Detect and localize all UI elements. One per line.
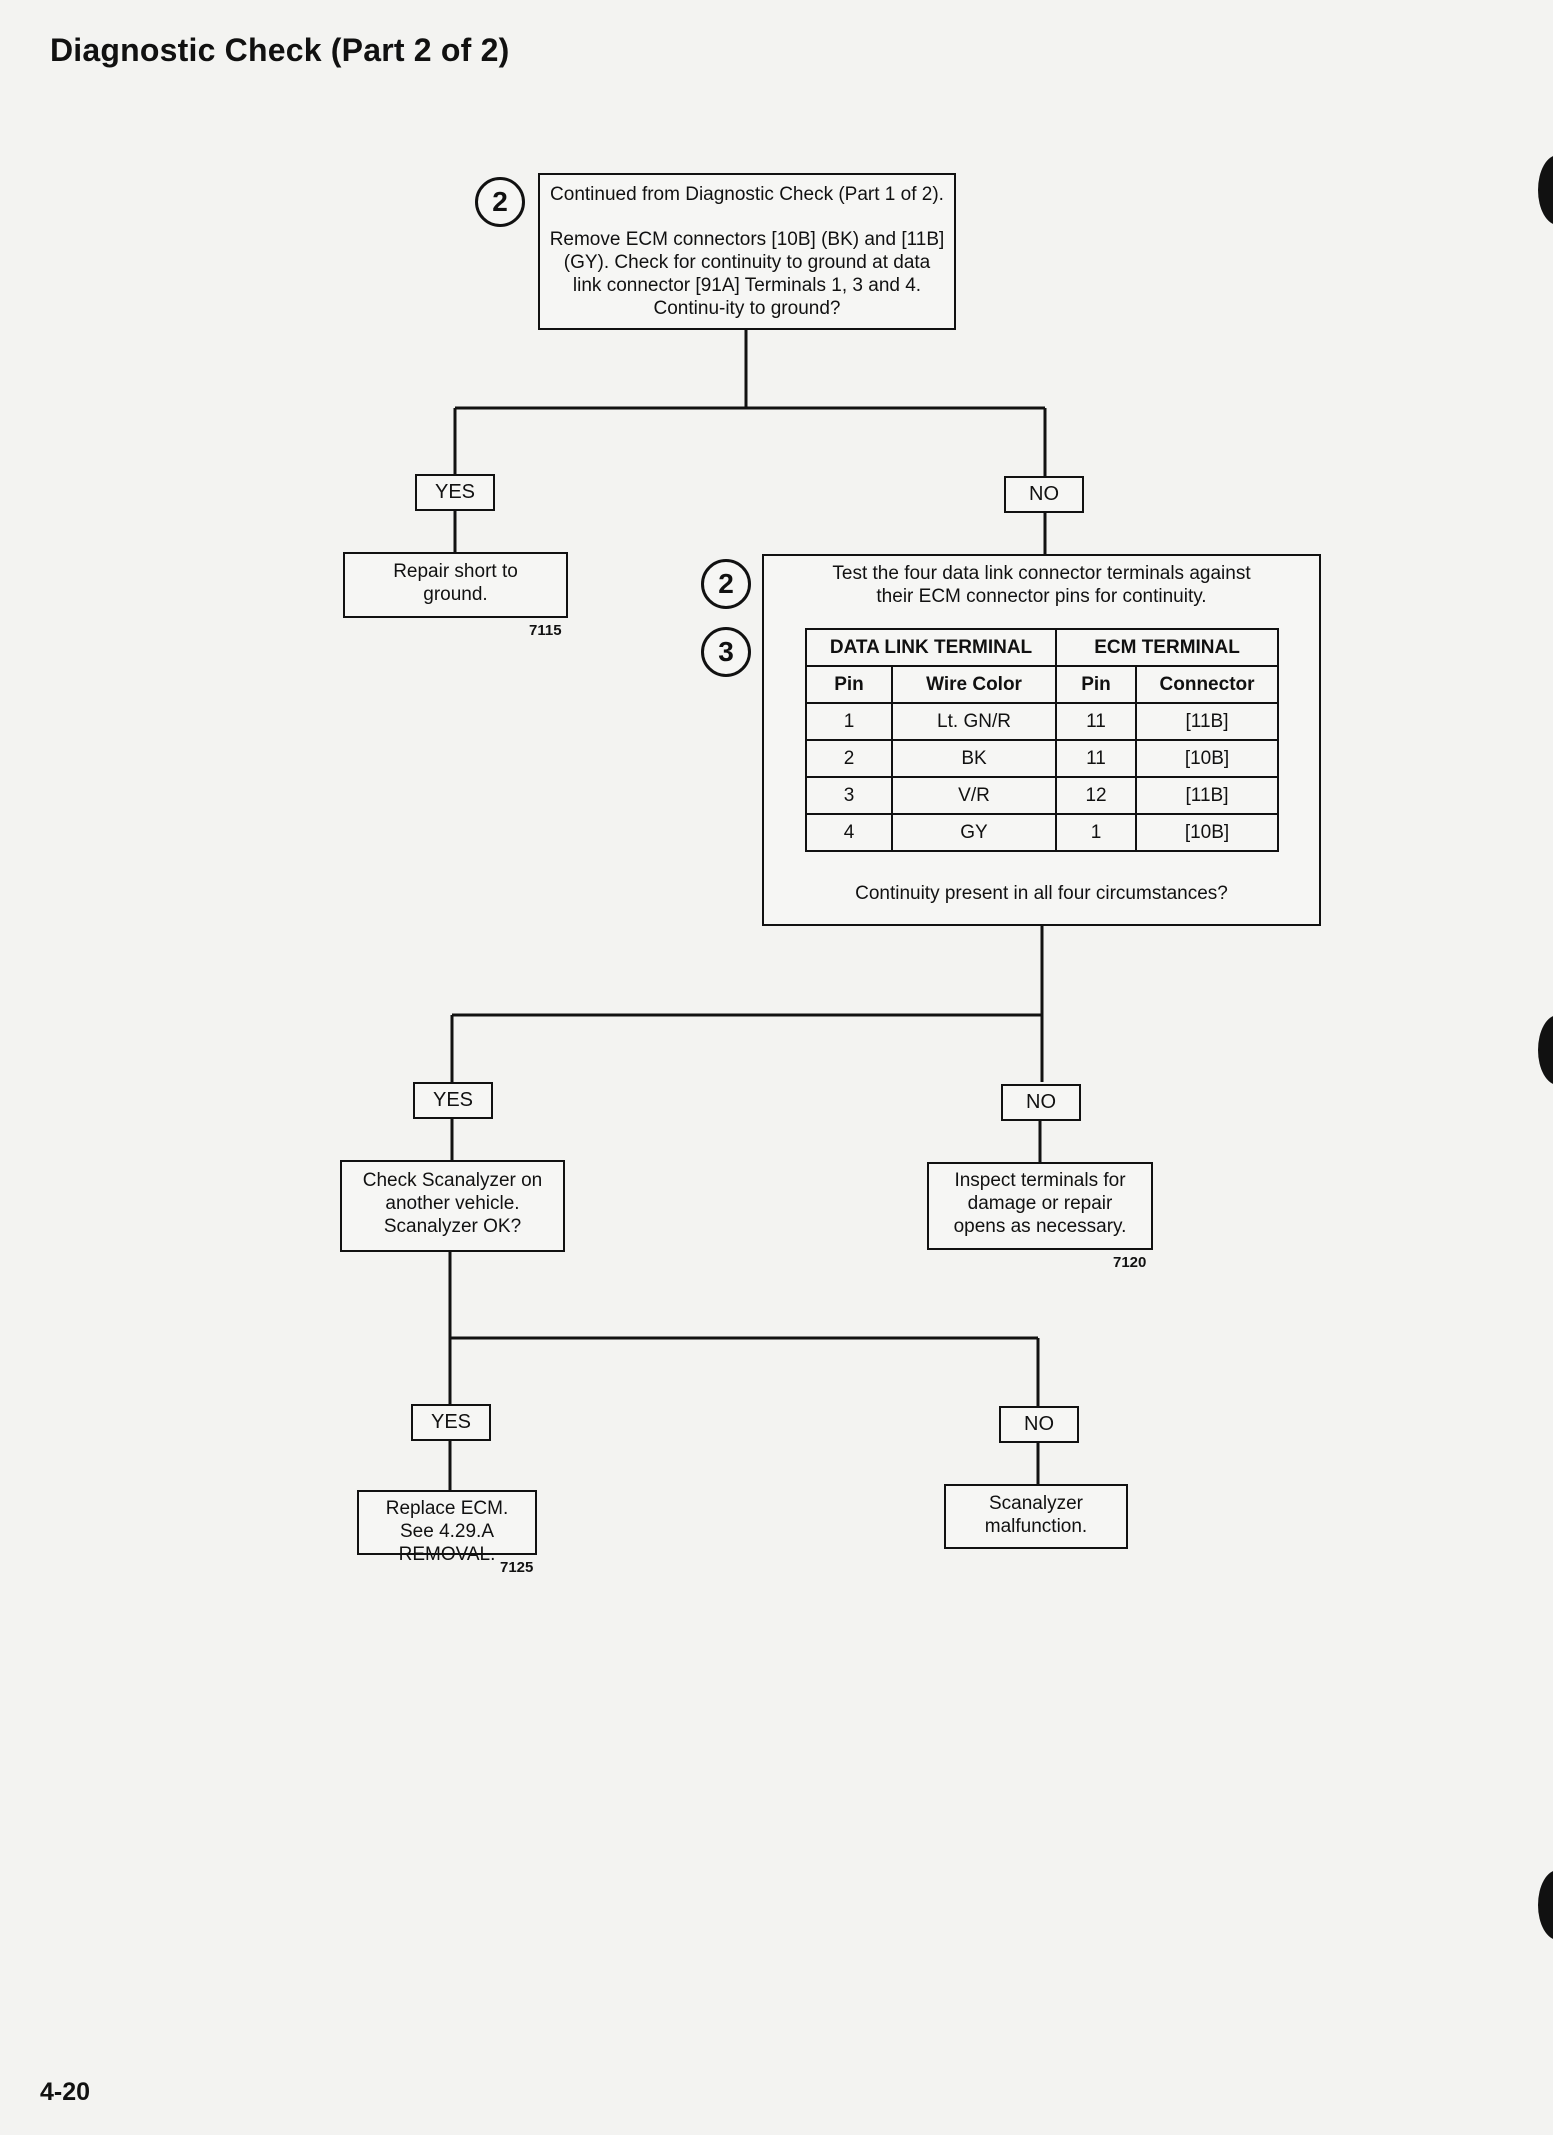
start-continued-text: Continued from Diagnostic Check (Part 1 …: [550, 184, 944, 205]
binder-hole: [1538, 1015, 1553, 1085]
test-intro-text: Test the four data link connector termin…: [832, 563, 1251, 607]
page-number: 4-20: [40, 2078, 91, 2106]
table-cell: 12: [1055, 776, 1138, 815]
reference-code: 7115: [529, 622, 562, 639]
scanalyzer-malfunction-box: Scanalyzer malfunction.: [944, 1484, 1128, 1549]
step-marker-circle: 3: [701, 627, 751, 677]
table-group-header-row: DATA LINK TERMINAL ECM TERMINAL: [804, 628, 1280, 667]
inspect-terminals-box: Inspect terminals for damage or repair o…: [927, 1162, 1153, 1250]
table-cell: 1: [1055, 813, 1138, 852]
start-decision-box: Continued from Diagnostic Check (Part 1 …: [538, 173, 956, 330]
step-marker-circle: 2: [475, 177, 525, 227]
yes-label: YES: [415, 474, 495, 511]
table-cell: [10B]: [1135, 739, 1280, 778]
no-label: NO: [1001, 1084, 1081, 1121]
table-cell: 4: [805, 813, 893, 852]
table-row: 3 V/R 12 [11B]: [805, 776, 1280, 815]
no-label: NO: [1004, 476, 1084, 513]
table-header-row: Pin Wire Color Pin Connector: [805, 665, 1280, 704]
table-cell: BK: [890, 739, 1058, 778]
group-header: ECM TERMINAL: [1055, 628, 1280, 667]
table-cell: 11: [1055, 702, 1138, 741]
binder-hole: [1538, 155, 1553, 225]
table-cell: 1: [805, 702, 893, 741]
table-row: 1 Lt. GN/R 11 [11B]: [805, 702, 1280, 741]
start-instruction-text: Remove ECM connectors [10B] (BK) and [11…: [549, 229, 945, 319]
repair-short-box: Repair short to ground.: [343, 552, 568, 618]
table-cell: [11B]: [1135, 776, 1280, 815]
binder-hole: [1538, 1870, 1553, 1940]
table-cell: Lt. GN/R: [890, 702, 1058, 741]
table-cell: 2: [805, 739, 893, 778]
no-label: NO: [999, 1406, 1079, 1443]
reference-code: 7120: [1113, 1254, 1147, 1271]
table-cell: V/R: [890, 776, 1058, 815]
yes-label: YES: [411, 1404, 491, 1441]
table-row: 4 GY 1 [10B]: [805, 813, 1280, 852]
check-scanalyzer-text: Check Scanalyzer on another vehicle. Sca…: [362, 1170, 543, 1237]
inspect-terminals-text: Inspect terminals for damage or repair o…: [953, 1170, 1127, 1237]
repair-short-text: Repair short to ground.: [393, 561, 518, 605]
test-question-text: Continuity present in all four circumsta…: [855, 883, 1228, 904]
table-cell: 3: [805, 776, 893, 815]
table-cell: [10B]: [1135, 813, 1280, 852]
column-header: Pin: [1055, 665, 1138, 704]
page-title: Diagnostic Check (Part 2 of 2): [50, 32, 510, 68]
yes-label: YES: [413, 1082, 493, 1119]
reference-code: 7125: [500, 1559, 534, 1576]
step-marker-circle: 2: [701, 559, 751, 609]
replace-ecm-box: Replace ECM. See 4.29.A REMOVAL.: [357, 1490, 537, 1565]
group-header: DATA LINK TERMINAL: [804, 628, 1058, 667]
column-header: Wire Color: [890, 665, 1058, 704]
column-header: Pin: [805, 665, 893, 704]
table-row: 2 BK 11 [10B]: [805, 739, 1280, 778]
replace-ecm-text: Replace ECM. See 4.29.A REMOVAL.: [385, 1498, 509, 1565]
scanalyzer-malfunction-text: Scanalyzer malfunction.: [984, 1493, 1088, 1537]
column-header: Connector: [1135, 665, 1280, 704]
table-cell: [11B]: [1135, 702, 1280, 741]
check-scanalyzer-box: Check Scanalyzer on another vehicle. Sca…: [340, 1160, 565, 1252]
table-cell: 11: [1055, 739, 1138, 778]
table-cell: GY: [890, 813, 1058, 852]
terminal-table: DATA LINK TERMINAL ECM TERMINAL Pin Wire…: [804, 628, 1280, 852]
